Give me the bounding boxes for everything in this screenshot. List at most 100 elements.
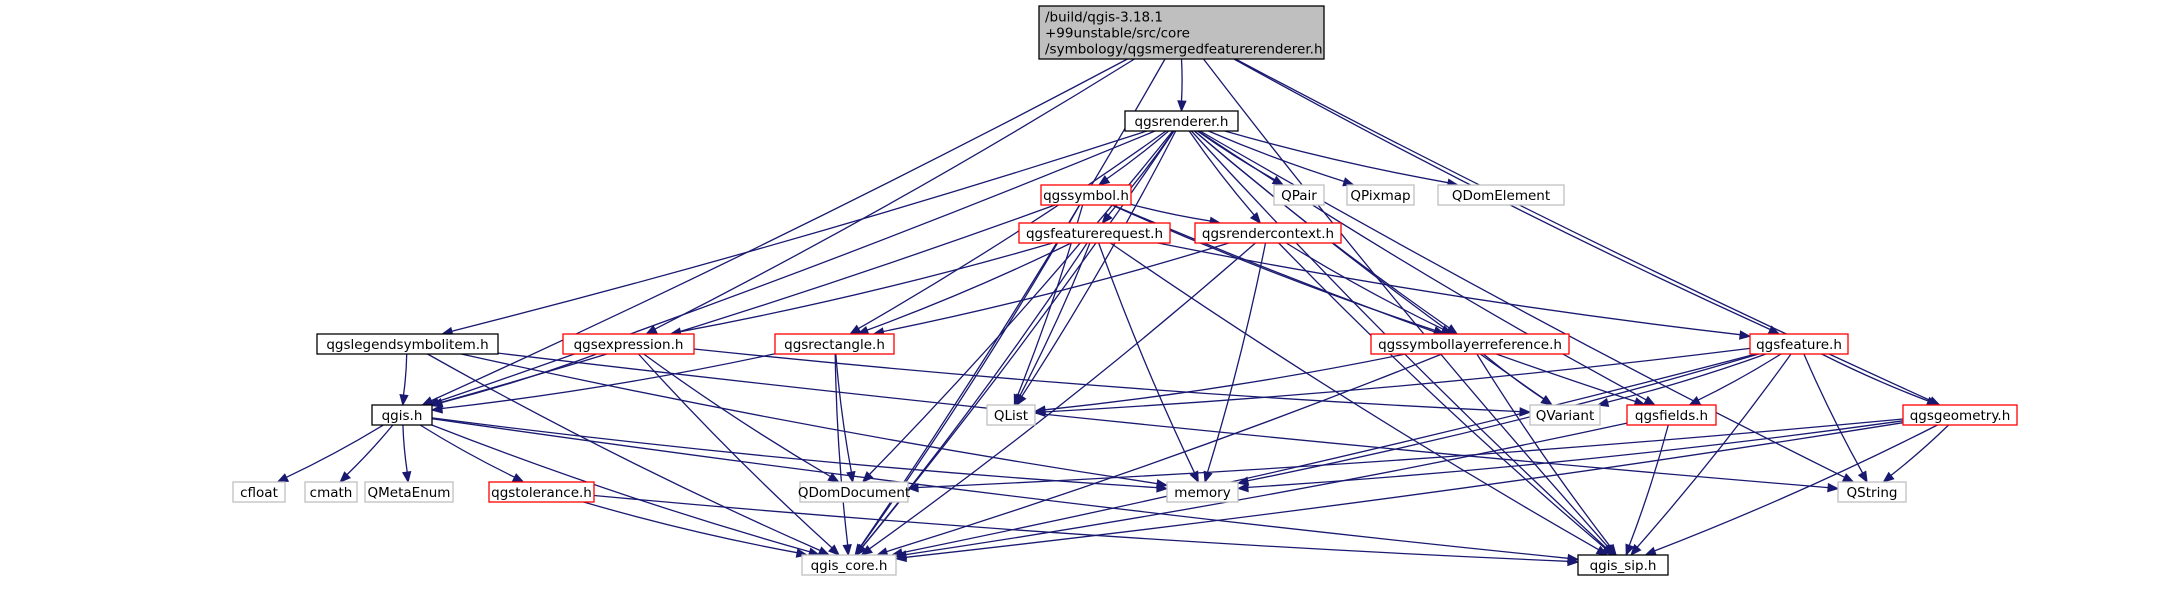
edge-tolerance-to-qgis_sip: [593, 494, 1569, 562]
node-qvariant[interactable]: QVariant: [1529, 404, 1601, 426]
edge-geometry-to-qstring: [1890, 424, 1950, 476]
node-qgis[interactable]: qgis.h: [371, 404, 433, 426]
node-box-qgis: [371, 404, 433, 426]
arrowhead-geometry-to-qdomdocument: [906, 483, 919, 493]
edge-root-to-renderer: [1180, 58, 1183, 102]
node-featurerequest[interactable]: qgsfeaturerequest.h: [1018, 222, 1171, 244]
edge-expression-to-qvariant: [693, 348, 1521, 413]
edge-renderer-to-qstring: [1199, 130, 1845, 478]
edge-featurerequest-to-qlist: [1019, 242, 1091, 397]
node-expression[interactable]: qgsexpression.h: [562, 333, 695, 355]
edge-symbol-to-fields: [1112, 204, 1636, 403]
edge-renderer-to-qdomdocument: [868, 130, 1174, 475]
node-box-qstring: [1837, 481, 1907, 503]
edge-root-to-qgis: [431, 58, 1128, 402]
node-geometry[interactable]: qgsgeometry.h: [1902, 404, 2018, 426]
edge-qgis-to-qmetaenum: [402, 424, 408, 473]
arrowhead-feature-to-fields: [1688, 396, 1701, 406]
edge-geometry-to-qdomdocument: [917, 418, 1904, 489]
node-box-memory: [1166, 481, 1239, 503]
node-box-rendercontext: [1194, 222, 1342, 244]
arrowhead-qgis-to-cmath: [339, 471, 351, 483]
arrowhead-featurerequest-to-qlist: [1014, 393, 1025, 407]
node-cfloat[interactable]: cfloat: [232, 481, 286, 503]
arrowhead-symbollayerreference-to-qgis_sip: [1605, 543, 1617, 557]
node-qpixmap[interactable]: QPixmap: [1346, 184, 1415, 206]
node-qpair[interactable]: QPair: [1273, 184, 1325, 206]
node-label-qpixmap: QPixmap: [1350, 188, 1410, 204]
node-box-expression: [562, 333, 695, 355]
node-label-fields: qgsfields.h: [1635, 408, 1708, 424]
edge-feature-to-memory: [1247, 353, 1759, 482]
edge-rendercontext-to-symbollayerreference: [1285, 242, 1444, 330]
node-symbollayerreference[interactable]: qgssymbollayerreference.h: [1370, 333, 1570, 355]
edge-featurerequest-to-qgis_core: [861, 242, 1088, 548]
edge-feature-to-qgis_core: [901, 353, 1757, 554]
arrowhead-root-to-renderer: [1177, 100, 1187, 113]
arrowhead-symbollayerreference-to-qvariant: [1540, 395, 1553, 406]
edge-qgis-to-qgis_sip: [431, 418, 1569, 559]
node-box-qpixmap: [1346, 184, 1415, 206]
node-feature[interactable]: qgsfeature.h: [1749, 333, 1849, 355]
edge-symbol-to-rendercontext: [1130, 203, 1211, 222]
node-qdomelement[interactable]: QDomElement: [1437, 184, 1565, 206]
node-rectangle[interactable]: qgsrectangle.h: [774, 333, 895, 355]
node-qgis_sip[interactable]: qgis_sip.h: [1577, 554, 1669, 576]
edge-feature-to-fields: [1697, 353, 1782, 401]
edge-renderer-to-qpixmap: [1208, 130, 1345, 183]
node-qdomdocument[interactable]: QDomDocument: [798, 481, 910, 503]
node-qstring[interactable]: QString: [1837, 481, 1907, 503]
arrowhead-tolerance-to-qgis_sip: [1567, 556, 1580, 567]
node-qlist[interactable]: QList: [986, 404, 1036, 426]
edge-legendsymbolitem-to-qgis: [402, 353, 408, 396]
edge-qgis-to-cmath: [346, 424, 394, 476]
edge-geometry-to-qgis_core: [905, 422, 1904, 558]
edge-qgis-to-memory: [431, 417, 1158, 489]
node-rendercontext[interactable]: qgsrendercontext.h: [1194, 222, 1342, 244]
node-symbol[interactable]: qgssymbol.h: [1040, 184, 1132, 206]
edge-renderer-to-qlist: [1021, 130, 1177, 397]
edge-feature-to-geometry: [1821, 353, 1929, 402]
node-label-symbol: qgssymbol.h: [1043, 188, 1129, 204]
node-fields[interactable]: qgsfields.h: [1626, 404, 1717, 426]
arrowhead-legendsymbolitem-to-qgis_core: [817, 546, 831, 556]
node-label-qgis_core: qgis_core.h: [811, 558, 888, 574]
node-renderer[interactable]: qgsrenderer.h: [1124, 110, 1239, 132]
arrowhead-qgis-to-cfloat: [276, 473, 290, 483]
node-qmetaenum[interactable]: QMetaEnum: [364, 481, 454, 503]
arrowhead-feature-to-qstring: [1857, 470, 1868, 484]
arrowhead-renderer-to-fields: [1643, 395, 1656, 406]
edge-legendsymbolitem-to-qgis_core: [427, 353, 821, 552]
edge-qgis-to-qgis_core: [431, 424, 810, 553]
edge-renderer-to-symbol: [1106, 130, 1170, 180]
node-qgis_core[interactable]: qgis_core.h: [801, 554, 897, 576]
arrowhead-rectangle-to-qgis_core: [842, 544, 852, 557]
node-memory[interactable]: memory: [1166, 481, 1239, 503]
edge-root-to-expression: [654, 58, 1135, 330]
arrowhead-legendsymbolitem-to-qstring: [1827, 482, 1840, 493]
edge-feature-to-qvariant: [1607, 353, 1767, 403]
node-cmath[interactable]: cmath: [304, 481, 358, 503]
node-box-fields: [1626, 404, 1717, 426]
arrowhead-qgis-to-memory: [1156, 483, 1169, 493]
node-box-cmath: [304, 481, 358, 503]
node-root[interactable]: /build/qgis-3.18.1+99unstable/src/core/s…: [1038, 5, 1325, 60]
edge-rendercontext-to-qgis_sip: [1278, 242, 1606, 549]
arrowhead-geometry-to-qgis_core: [894, 552, 907, 563]
edge-featurerequest-to-feature: [1157, 242, 1741, 336]
edge-rectangle-to-qgis_core: [834, 353, 849, 546]
node-box-qvariant: [1529, 404, 1601, 426]
arrowhead-expression-to-qgis: [430, 398, 444, 408]
node-box-symbol: [1040, 184, 1132, 206]
edge-feature-to-qlist: [1044, 347, 1751, 413]
node-tolerance[interactable]: qgstolerance.h: [488, 481, 595, 503]
arrowhead-geometry-to-qgis_sip: [1644, 546, 1657, 556]
edge-rectangle-to-qgis: [441, 353, 776, 410]
node-label-expression: qgsexpression.h: [574, 337, 684, 353]
node-legendsymbolitem[interactable]: qgslegendsymbolitem.h: [316, 333, 499, 355]
node-label-qvariant: QVariant: [1536, 408, 1595, 424]
edge-legendsymbolitem-to-memory: [461, 353, 1158, 485]
edge-geometry-to-qgis_sip: [1654, 424, 1938, 552]
edge-rendercontext-to-memory: [1206, 242, 1267, 473]
arrowhead-renderer-to-symbol: [1097, 175, 1111, 186]
